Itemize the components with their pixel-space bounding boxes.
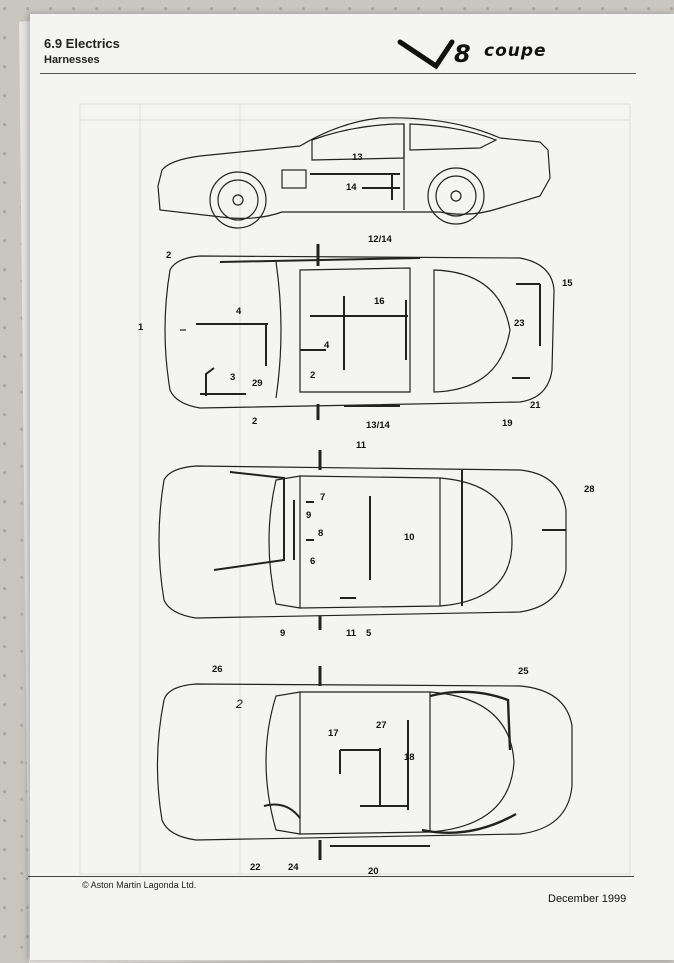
callout-25: 25 [518,666,529,677]
callout-17: 17 [328,728,339,739]
callout-13-14: 13/14 [366,420,390,431]
callout-2-a: 2 [166,250,171,261]
callout-6: 6 [310,556,315,567]
callout-15: 15 [562,278,573,289]
callout-11-b: 11 [346,628,357,639]
section-title: 6.9 Electrics [44,36,120,51]
callout-28: 28 [584,484,595,495]
callout-29: 29 [252,378,263,389]
callout-18: 18 [404,752,415,763]
header-divider [40,73,636,74]
callout-2-c: 2 [252,416,257,427]
handwritten-mark: 2 [235,697,243,711]
callout-2-b: 2 [310,370,315,381]
footer-divider [28,876,634,877]
callout-13-side: 13 [352,152,363,163]
svg-text:coupe: coupe [484,41,547,61]
bleed-through-table [79,103,631,875]
callout-12-14: 12/14 [368,234,392,245]
car-top-view-1 [164,244,555,420]
callout-8: 8 [318,528,323,539]
v8-coupe-logo: 8 coupe [397,39,547,70]
callout-4-b: 4 [324,340,330,351]
callout-19: 19 [502,418,513,429]
car-side-view [157,117,551,229]
callout-4-a: 4 [236,306,242,317]
callout-23: 23 [514,318,525,329]
callout-26: 26 [212,664,223,675]
callout-22: 22 [250,862,261,873]
callout-14-side: 14 [346,182,357,193]
svg-text:8: 8 [454,40,471,68]
callout-9-a: 9 [306,510,311,521]
callout-24: 24 [288,862,299,873]
footer-copyright: © Aston Martin Lagonda Ltd. [82,880,197,890]
callout-5: 5 [366,628,372,639]
callout-16: 16 [374,296,385,307]
callout-7: 7 [320,492,325,503]
callout-1: 1 [138,322,144,333]
callout-11-a: 11 [356,440,367,451]
callout-3: 3 [230,372,235,383]
car-top-view-2 [158,450,567,630]
callout-21: 21 [530,400,541,411]
callout-20: 20 [368,866,379,877]
footer-date: December 1999 [548,893,627,905]
callout-10: 10 [404,532,415,543]
car-top-view-3 [156,666,573,860]
section-subtitle: Harnesses [44,54,100,66]
callout-9-b: 9 [280,628,285,639]
callout-27: 27 [376,720,387,731]
manual-page [30,14,674,960]
